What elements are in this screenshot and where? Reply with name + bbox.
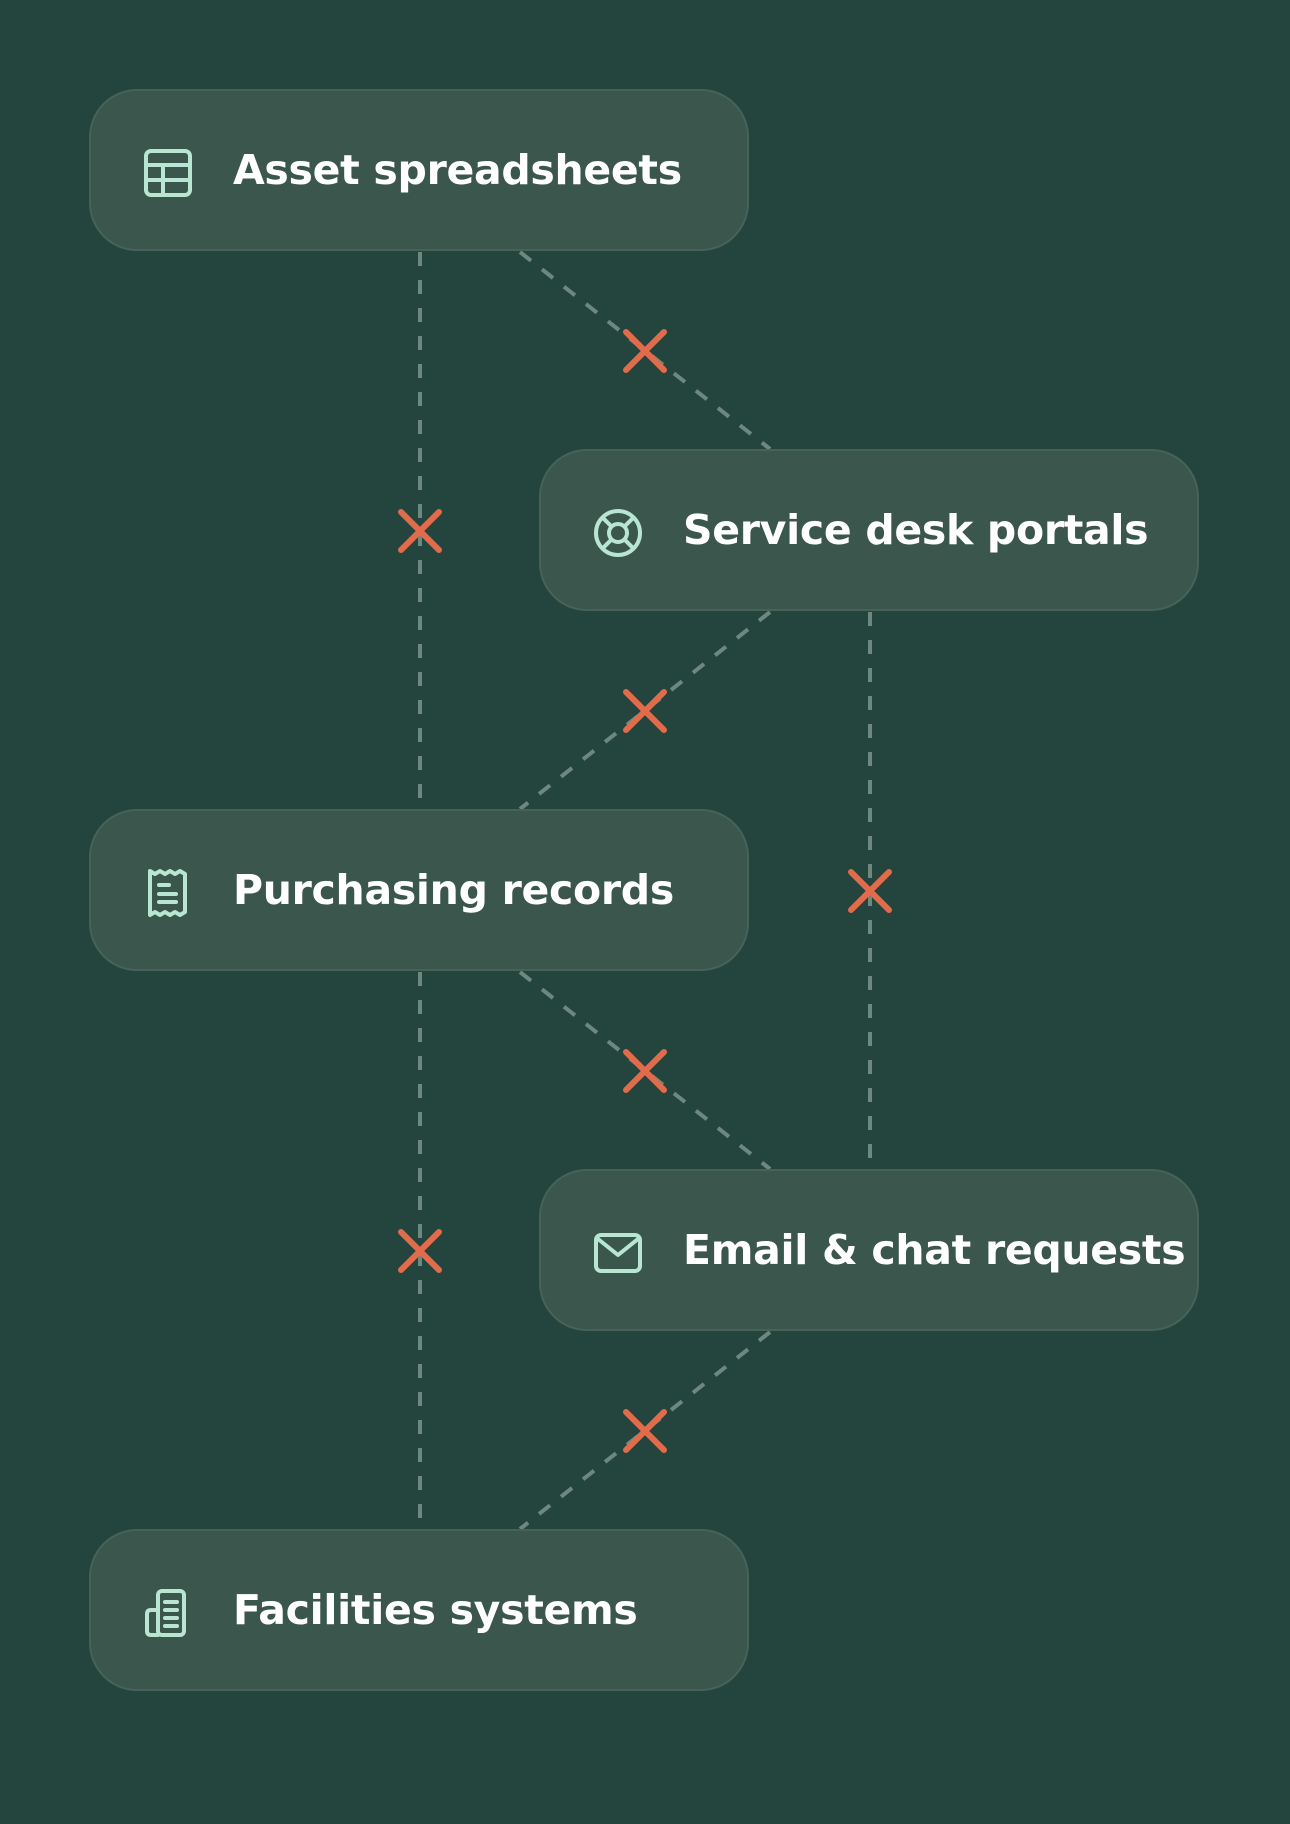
node-service-desk-portals: Service desk portals <box>539 449 1199 611</box>
node-purchasing-records: Purchasing records <box>89 809 749 971</box>
broken-link-x-icon <box>848 869 892 913</box>
node-label: Asset spreadsheets <box>233 146 682 194</box>
broken-link-x-icon <box>623 689 667 733</box>
node-email-chat-requests: Email & chat requests <box>539 1169 1199 1331</box>
mail-icon <box>593 1228 643 1278</box>
broken-link-x-icon <box>623 1409 667 1453</box>
broken-link-x-icon <box>398 1229 442 1273</box>
node-label: Service desk portals <box>683 506 1149 554</box>
connector-purchasing-to-email <box>518 970 772 1171</box>
lifebuoy-icon <box>593 508 643 558</box>
node-label: Purchasing records <box>233 866 674 914</box>
table-icon <box>143 148 193 198</box>
node-facilities-systems: Facilities systems <box>89 1529 749 1691</box>
building-icon <box>143 1588 193 1638</box>
broken-link-x-icon <box>623 1049 667 1093</box>
node-asset-spreadsheets: Asset spreadsheets <box>89 89 749 251</box>
connector-service-desk-to-purchasing <box>518 610 772 811</box>
receipt-icon <box>143 868 193 918</box>
node-label: Facilities systems <box>233 1586 638 1634</box>
broken-link-x-icon <box>398 509 442 553</box>
broken-link-x-icon <box>623 329 667 373</box>
connector-email-to-facilities <box>518 1330 772 1531</box>
connector-asset-to-service-desk <box>518 250 772 451</box>
node-label: Email & chat requests <box>683 1226 1186 1274</box>
